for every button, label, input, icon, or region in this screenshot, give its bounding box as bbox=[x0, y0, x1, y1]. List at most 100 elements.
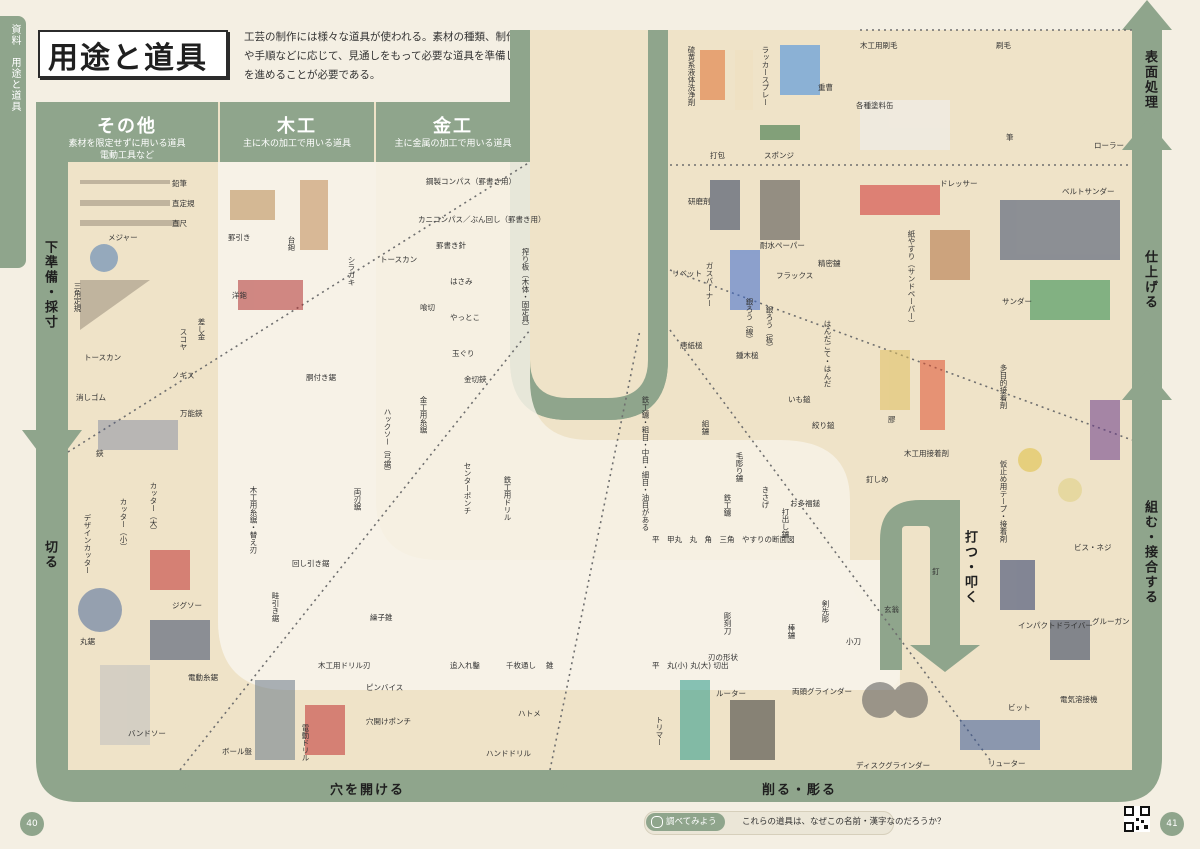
label-kebiki: 罫引き bbox=[228, 233, 251, 242]
label-sankaku: 三角定規 bbox=[73, 282, 82, 312]
label-chokoku-caption: 刃の形状 bbox=[708, 653, 738, 662]
label-enpitsu: 鉛筆 bbox=[172, 179, 187, 188]
column-other-heading: その他 bbox=[97, 116, 157, 137]
label-sukoya: スコヤ bbox=[179, 328, 188, 351]
column-other-sub: 素材を限定せずに用いる道具 電動工具など bbox=[68, 139, 186, 161]
label-belt-sander: ベルトサンダー bbox=[1062, 187, 1115, 196]
label-tosukan: トースカン bbox=[84, 353, 122, 362]
label-kensaku: 剣先彫 bbox=[821, 600, 830, 623]
label-kinkiri: 金切鋏 bbox=[464, 375, 487, 384]
label-kirihashi: 喰切 bbox=[420, 303, 435, 312]
label-nogisu: ノギス bbox=[172, 371, 195, 380]
label-shiborizuchi: 絞り鎚 bbox=[812, 421, 835, 430]
page-title: 用途と道具 bbox=[48, 41, 208, 76]
label-hacksaw: ハックソー（弓鋸） bbox=[383, 408, 392, 476]
label-chokoku-shape: 平 丸(小) 丸(大) 切出 bbox=[652, 661, 729, 670]
label-gasburner: ガスバーナー bbox=[705, 262, 714, 307]
label-bis: ビス・ネジ bbox=[1074, 543, 1112, 552]
stage-strike: 打つ・叩く bbox=[962, 530, 977, 605]
label-dendo-drill: 電動ドリル bbox=[301, 724, 310, 762]
label-pinvise: ピンバイス bbox=[366, 683, 404, 692]
label-kamiyasuri: 紙やすり（サンドペーパー） bbox=[907, 230, 916, 328]
page-number-left: 40 bbox=[20, 812, 44, 836]
label-yattoko: やっとこ bbox=[450, 313, 480, 322]
qr-code[interactable] bbox=[1124, 806, 1150, 832]
label-hatome: ハトメ bbox=[518, 709, 541, 718]
label-hakushi: 鉄工鑢・粗目・中目・細目・油目がある bbox=[641, 396, 650, 531]
label-nikawa: 膠 bbox=[888, 415, 896, 424]
column-metal: 金工 主に金属の加工で用いる道具 bbox=[376, 112, 530, 150]
label-imo: いも鎚 bbox=[788, 395, 811, 404]
title-box bbox=[38, 30, 228, 78]
label-rivet: リベット bbox=[672, 269, 702, 278]
join-arrowhead bbox=[1122, 370, 1172, 400]
label-dozuki: 胴付き鋸 bbox=[306, 373, 336, 382]
callout-text: これらの道具は、なぜこの名前・漢字なのだろうか？ bbox=[742, 817, 946, 827]
label-itonoko: 木工用糸鋸・替え刃 bbox=[249, 486, 258, 554]
label-otafuku: お多福鎚 bbox=[790, 499, 820, 508]
label-bit: ビット bbox=[1008, 703, 1031, 712]
label-seimitsu: 精密鑢 bbox=[818, 259, 841, 268]
label-ginro-g: 銀ろう（線） bbox=[745, 298, 754, 343]
label-tanpo: 打包 bbox=[710, 151, 725, 160]
stage-carve: 削る・彫る bbox=[762, 783, 838, 798]
label-yasuri-section: 平 甲丸 丸 角 三角 やすりの断面図 bbox=[652, 535, 795, 544]
label-azebiki: 畦引き鋸 bbox=[271, 592, 280, 622]
surface-arrowhead bbox=[1122, 0, 1172, 30]
label-kisage: きさげ bbox=[761, 486, 770, 509]
finish-arrowhead bbox=[1122, 120, 1172, 150]
side-tab bbox=[0, 16, 26, 268]
label-karidome: 仮止め用テープ・接着剤 bbox=[999, 460, 1008, 543]
intro-text: 工芸の制作には様々な道具が使われる。素材の種類、制作の段階や手順などに応じて、見… bbox=[244, 31, 548, 81]
label-jigsaw: ジグソー bbox=[172, 601, 202, 610]
drill-arrowhead bbox=[162, 776, 190, 796]
column-wood: 木工 主に木の加工で用いる道具 bbox=[220, 112, 374, 150]
label-kanejaku: 直尺 bbox=[172, 219, 187, 228]
label-hake: 刷毛 bbox=[996, 41, 1011, 50]
label-tekko-drill: 鉄工用ドリル bbox=[503, 476, 512, 521]
label-hasami2: 鋏 bbox=[96, 449, 104, 458]
label-gluegun: グルーガン bbox=[1092, 617, 1130, 626]
label-kugishime: 釘しめ bbox=[866, 475, 889, 484]
callout-tag: 調べてみよう bbox=[646, 813, 725, 831]
label-shiboriita: 搾り板（木体・固定具） bbox=[521, 248, 530, 331]
label-trimmer: トリマー bbox=[655, 716, 664, 746]
label-keburi: 毛彫り鑢 bbox=[735, 452, 744, 482]
label-chokoku: 彫刻刀 bbox=[723, 612, 732, 635]
label-oire-nomi: 追入れ鑿 bbox=[450, 661, 480, 670]
label-jusou: 重曹 bbox=[818, 83, 833, 92]
label-tamokuteki: 多目的接着剤 bbox=[999, 364, 1008, 409]
label-dainokanna: 台鉋 bbox=[287, 236, 296, 251]
label-takanozume: 玉ぐり bbox=[452, 349, 475, 358]
stage-prep: 下準備・採寸 bbox=[42, 240, 57, 330]
tool-images bbox=[78, 45, 1120, 760]
label-chokujogi: 直定規 bbox=[172, 199, 195, 208]
wood-head-bg bbox=[220, 102, 374, 162]
label-bolban: ボール盤 bbox=[222, 747, 252, 756]
label-senmai: 千枚通し bbox=[506, 661, 536, 670]
label-kinko-itonoko: 金工用糸鋸 bbox=[419, 396, 428, 434]
label-kogatana: 小刀 bbox=[846, 637, 861, 646]
column-metal-heading: 金工 bbox=[433, 116, 473, 137]
label-sander: サンダー bbox=[1002, 297, 1032, 306]
column-wood-sub: 主に木の加工で用いる道具 bbox=[242, 139, 351, 149]
label-uchidashi: 打出し鑢 bbox=[781, 508, 790, 538]
label-kamigami: 唐紙槌 bbox=[680, 341, 703, 350]
label-shiragaki: シラガキ bbox=[347, 256, 356, 286]
prep-arrowhead bbox=[22, 430, 82, 470]
label-kiri: 錐 bbox=[546, 661, 554, 670]
label-sashigane: 差し金 bbox=[197, 318, 206, 341]
label-toryohake: 各種塗料缶 bbox=[856, 101, 894, 110]
column-metal-sub: 主に金属の加工で用いる道具 bbox=[394, 139, 512, 149]
label-kigazuchi: 鍾木槌 bbox=[736, 351, 759, 360]
label-lacquer: ラッカースプレー bbox=[761, 46, 770, 106]
label-router: ルーター bbox=[716, 689, 746, 698]
label-anaake-punch: 穴開けポンチ bbox=[366, 717, 411, 726]
label-sponge: スポンジ bbox=[764, 151, 794, 160]
label-mokko-hake: 木工用刷毛 bbox=[860, 41, 898, 50]
label-mawashibiki: 回し引き鋸 bbox=[292, 559, 330, 568]
label-denki-yosetsu: 電気溶接機 bbox=[1060, 695, 1098, 704]
label-ryoba: 両刃鋸 bbox=[353, 488, 362, 511]
label-roller: ローラー bbox=[1094, 141, 1124, 150]
